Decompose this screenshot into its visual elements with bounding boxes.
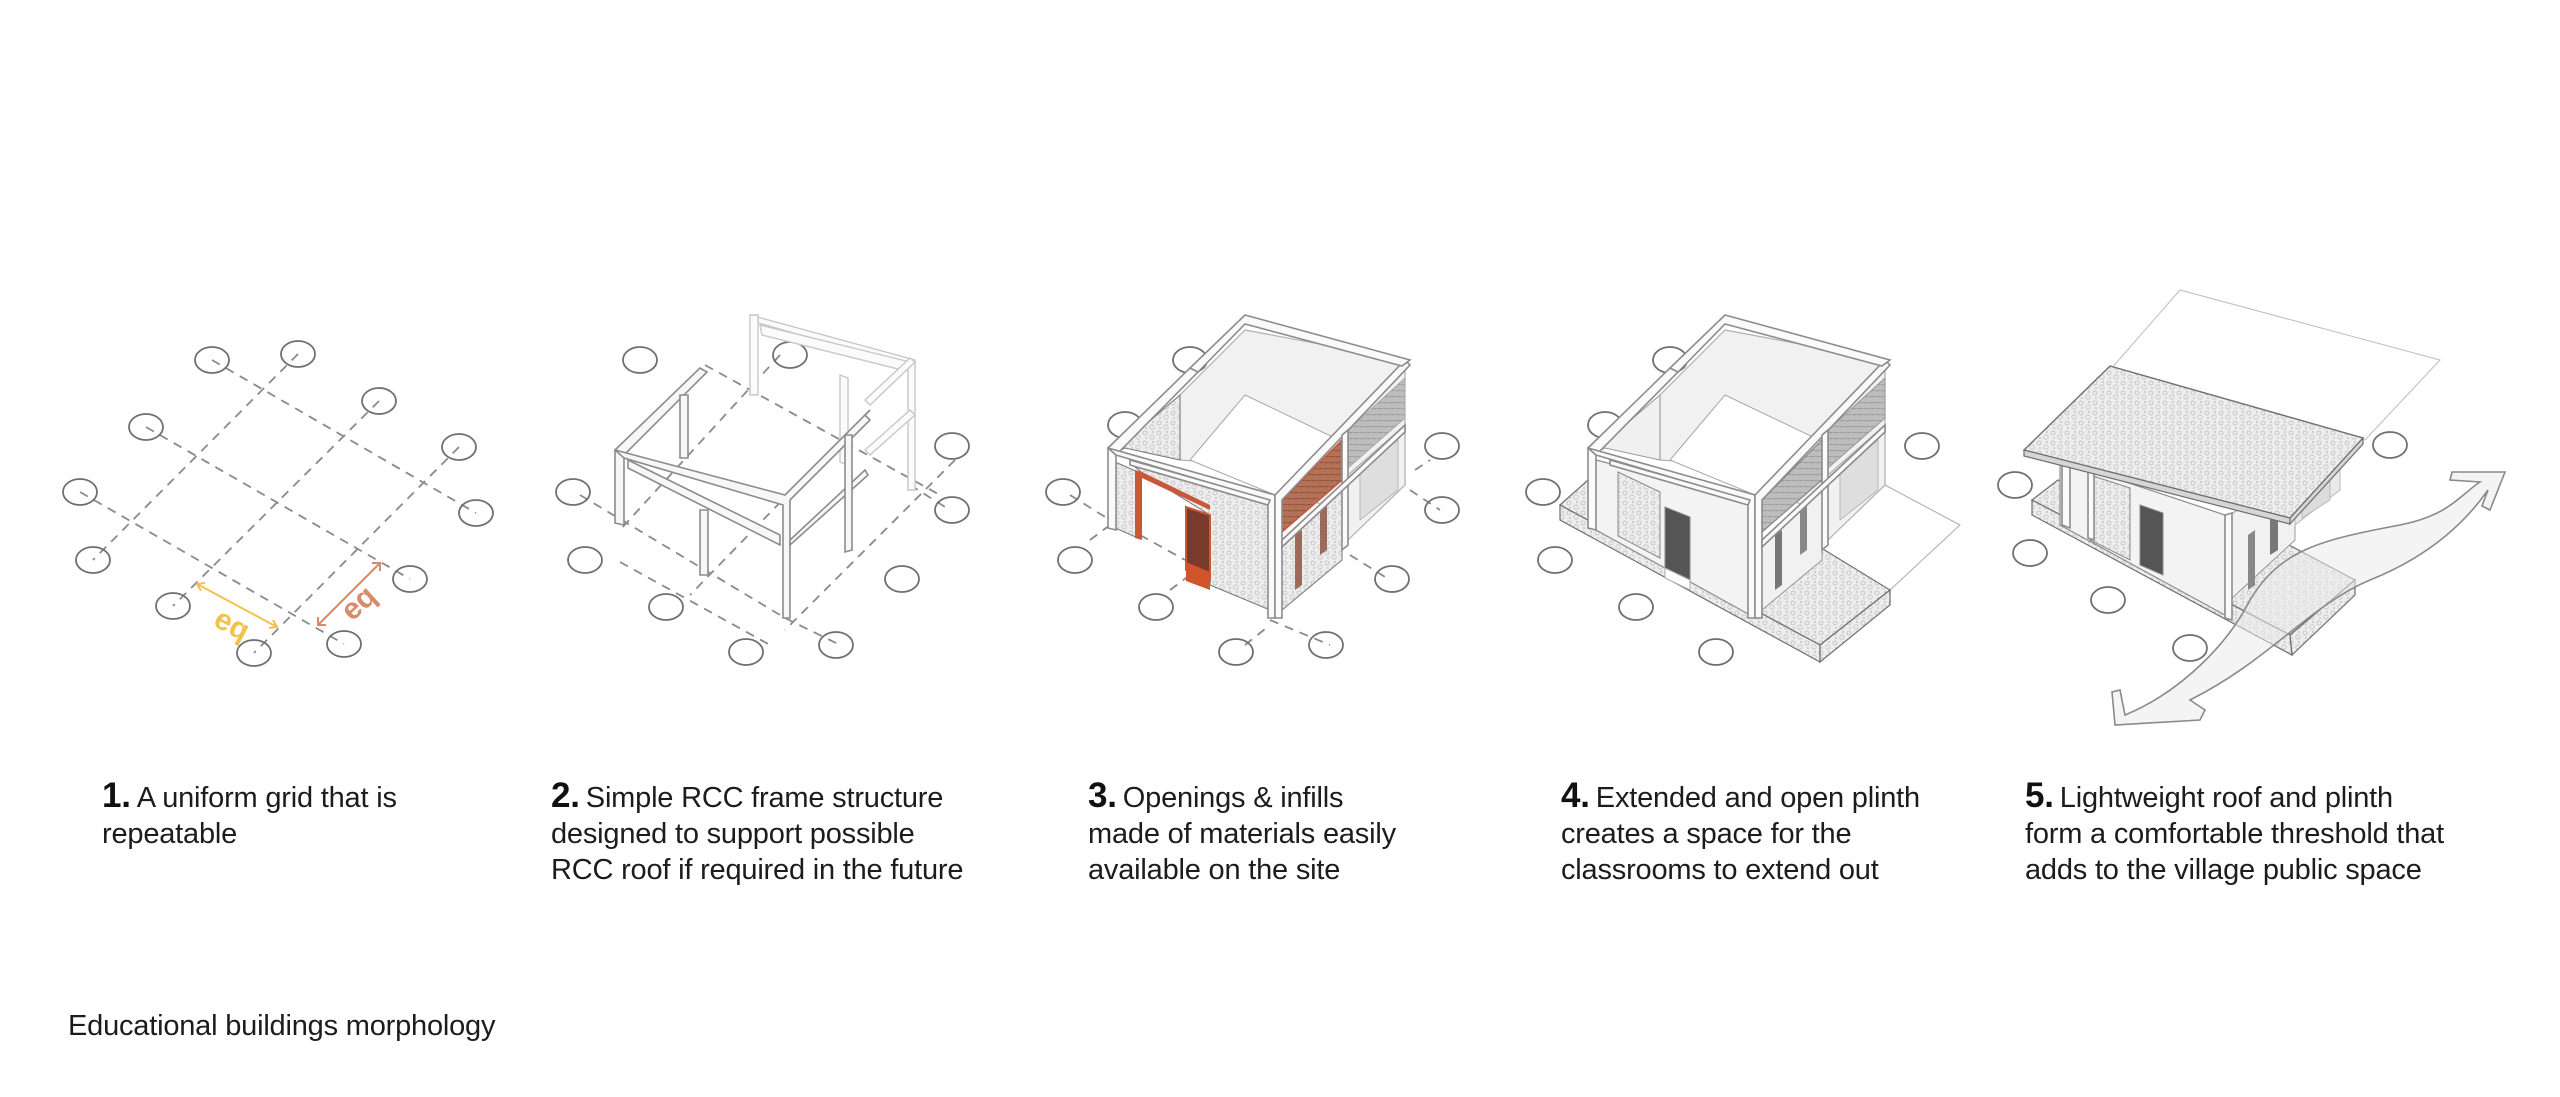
eq-label-terracotta: eq — [335, 579, 383, 627]
step-3-openings-infills-drawing — [1030, 300, 1510, 680]
step-2-number: 2. — [551, 776, 580, 815]
step-2-line-1: Simple RCC frame structure — [585, 782, 944, 814]
figure-title: Educational buildings morphology — [68, 1010, 496, 1042]
step-1-caption: 1.A uniform grid that is repeatable — [102, 778, 397, 852]
step-1-grid-drawing: eq eq — [0, 300, 540, 700]
step-5-number: 5. — [2025, 776, 2054, 815]
step-2-line-3: RCC roof if required in the future — [551, 854, 964, 886]
column-footing-circles — [62, 340, 494, 667]
step-4-line-1: Extended and open plinth — [1595, 782, 1920, 814]
step-5-line-1: Lightweight roof and plinth — [2059, 782, 2393, 814]
step-5-caption: 5.Lightweight roof and plinth form a com… — [2025, 778, 2444, 888]
step-3-line-2: made of materials easily — [1088, 818, 1396, 850]
step-4-caption: 4.Extended and open plinth creates a spa… — [1561, 778, 1920, 888]
eq-dimension-yellow — [195, 582, 279, 629]
step-2-caption: 2.Simple RCC frame structure designed to… — [551, 778, 963, 888]
step-4-line-2: creates a space for the — [1561, 818, 1852, 850]
threshold-double-arrow — [2111, 471, 2507, 726]
step-1-number: 1. — [102, 776, 131, 815]
step-2-line-2: designed to support possible — [551, 818, 915, 850]
step-4-line-3: classrooms to extend out — [1561, 854, 1879, 886]
step-4-extended-plinth-drawing — [1510, 300, 1990, 680]
grid-lines — [79, 353, 477, 654]
step-3-caption: 3.Openings & infills made of materials e… — [1088, 778, 1396, 888]
step-5-line-3: adds to the village public space — [2025, 854, 2422, 886]
step-3-line-3: available on the site — [1088, 854, 1341, 886]
eq-dimension-terracotta — [317, 562, 381, 626]
step-5-line-2: form a comfortable threshold that — [2025, 818, 2444, 850]
step-1-line-2: repeatable — [102, 818, 238, 850]
step-4-number: 4. — [1561, 776, 1590, 815]
step-1-line-1: A uniform grid that is — [136, 782, 397, 814]
step-3-number: 3. — [1088, 776, 1117, 815]
step-5-roof-threshold-drawing — [1980, 270, 2520, 750]
step-3-line-1: Openings & infills — [1122, 782, 1344, 814]
step-2-rcc-frame-drawing — [540, 300, 1020, 680]
